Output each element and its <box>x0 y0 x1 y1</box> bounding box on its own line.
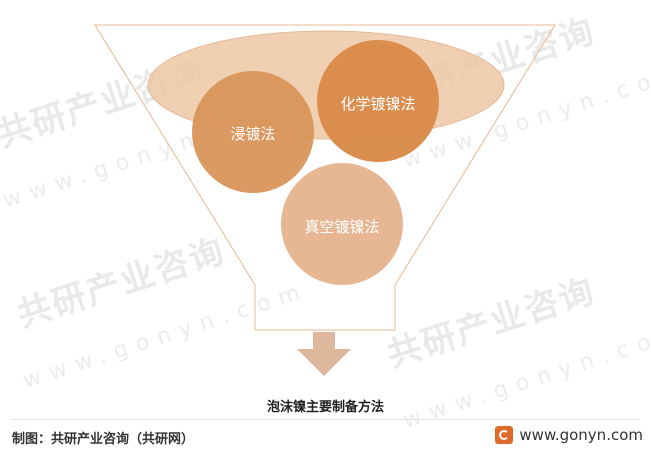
method-label-vacuum: 真空镀镍法 <box>304 218 380 236</box>
brand[interactable]: www.gonyn.com <box>495 426 643 444</box>
diagram-caption: 泡沫镍主要制备方法 <box>266 400 384 415</box>
method-circle-chemical <box>317 40 439 162</box>
footer-divider <box>12 419 639 420</box>
brand-url[interactable]: www.gonyn.com <box>519 426 643 444</box>
down-arrow-icon <box>297 332 351 376</box>
method-circle-vacuum <box>281 163 403 285</box>
source-text: 制图：共研产业咨询（共研网） <box>12 432 195 447</box>
gonyn-logo-icon <box>495 426 514 444</box>
funnel-outline <box>94 24 556 331</box>
method-label-chemical: 化学镀镍法 <box>340 95 416 113</box>
method-circle-immersion <box>192 71 314 193</box>
method-label-immersion: 浸镀法 <box>230 125 276 143</box>
